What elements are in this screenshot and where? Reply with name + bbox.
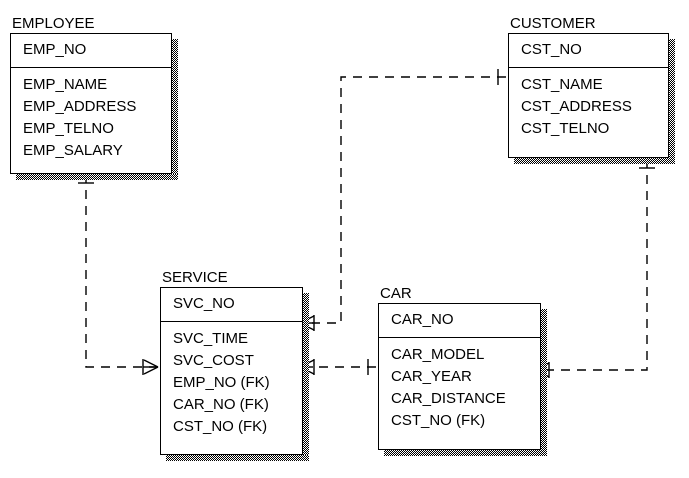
field-cst-no-fk: CST_NO (FK) (173, 418, 268, 435)
cardinality-many-crowfoot-service-left (142, 359, 159, 375)
field-emp-no-fk: EMP_NO (FK) (173, 374, 270, 391)
entity-title-employee: EMPLOYEE (12, 15, 95, 32)
primary-key-section: CAR_NO (379, 304, 540, 338)
entity-title-service: SERVICE (162, 269, 228, 286)
primary-key-section: CST_NO (509, 34, 668, 68)
primary-key-section: SVC_NO (161, 288, 302, 322)
field-svc-no: SVC_NO (173, 295, 235, 312)
entity-shadow-bottom (16, 174, 178, 180)
field-cst-no-fk: CST_NO (FK) (391, 412, 486, 429)
primary-key-section: EMP_NO (11, 34, 171, 68)
field-car-year: CAR_YEAR (391, 368, 472, 385)
relationship-customer-car-path (547, 159, 648, 371)
entity-customer[interactable]: CUSTOMER CST_NO CST_NAME CST_ADDRESS CST… (508, 15, 675, 164)
field-cst-no: CST_NO (521, 41, 582, 58)
field-emp-no: EMP_NO (23, 41, 87, 58)
field-emp-name: EMP_NAME (23, 76, 108, 93)
field-car-distance: CAR_DISTANCE (391, 390, 506, 407)
entity-shadow-right (669, 39, 675, 164)
field-svc-cost: SVC_COST (173, 352, 254, 369)
field-car-no: CAR_NO (391, 311, 454, 328)
field-emp-telno: EMP_TELNO (23, 120, 114, 137)
entity-title-customer: CUSTOMER (510, 15, 596, 32)
entity-shadow-right (303, 293, 309, 461)
relationship-customer-car[interactable] (535, 159, 655, 378)
entity-service[interactable]: SERVICE SVC_NO SVC_TIME SVC_COST EMP_NO … (160, 269, 309, 461)
entity-shadow-right (172, 39, 178, 180)
entity-car[interactable]: CAR CAR_NO CAR_MODEL CAR_YEAR CAR_DISTAN… (378, 285, 547, 456)
attribute-section: EMP_NAME EMP_ADDRESS EMP_TELNO EMP_SALAR… (11, 68, 171, 168)
attribute-section: SVC_TIME SVC_COST EMP_NO (FK) CAR_NO (FK… (161, 322, 302, 444)
relationship-employee-service[interactable] (78, 174, 159, 375)
relationship-car-service[interactable] (299, 359, 376, 375)
field-car-model: CAR_MODEL (391, 346, 485, 363)
field-svc-time: SVC_TIME (173, 330, 249, 347)
field-cst-telno: CST_TELNO (521, 120, 610, 137)
entity-shadow-bottom (166, 455, 309, 461)
relationship-employee-service-path (85, 174, 157, 368)
entity-employee[interactable]: EMPLOYEE EMP_NO EMP_NAME EMP_ADDRESS EMP… (10, 15, 178, 180)
entity-shadow-right (541, 309, 547, 456)
entity-title-car: CAR (380, 285, 412, 302)
entity-box-customer: CST_NO CST_NAME CST_ADDRESS CST_TELNO (508, 33, 669, 158)
entity-box-service: SVC_NO SVC_TIME SVC_COST EMP_NO (FK) CAR… (160, 287, 303, 455)
field-cst-name: CST_NAME (521, 76, 603, 93)
entity-box-car: CAR_NO CAR_MODEL CAR_YEAR CAR_DISTANCE C… (378, 303, 541, 450)
field-car-no-fk: CAR_NO (FK) (173, 396, 269, 413)
entity-box-employee: EMP_NO EMP_NAME EMP_ADDRESS EMP_TELNO EM… (10, 33, 172, 174)
attribute-section: CST_NAME CST_ADDRESS CST_TELNO (509, 68, 668, 146)
field-cst-address: CST_ADDRESS (521, 98, 632, 115)
field-emp-salary: EMP_SALARY (23, 142, 123, 159)
relationship-customer-service-path (312, 76, 506, 324)
entity-shadow-bottom (384, 450, 547, 456)
attribute-section: CAR_MODEL CAR_YEAR CAR_DISTANCE CST_NO (… (379, 338, 540, 438)
entity-shadow-bottom (514, 158, 675, 164)
field-emp-address: EMP_ADDRESS (23, 98, 137, 115)
